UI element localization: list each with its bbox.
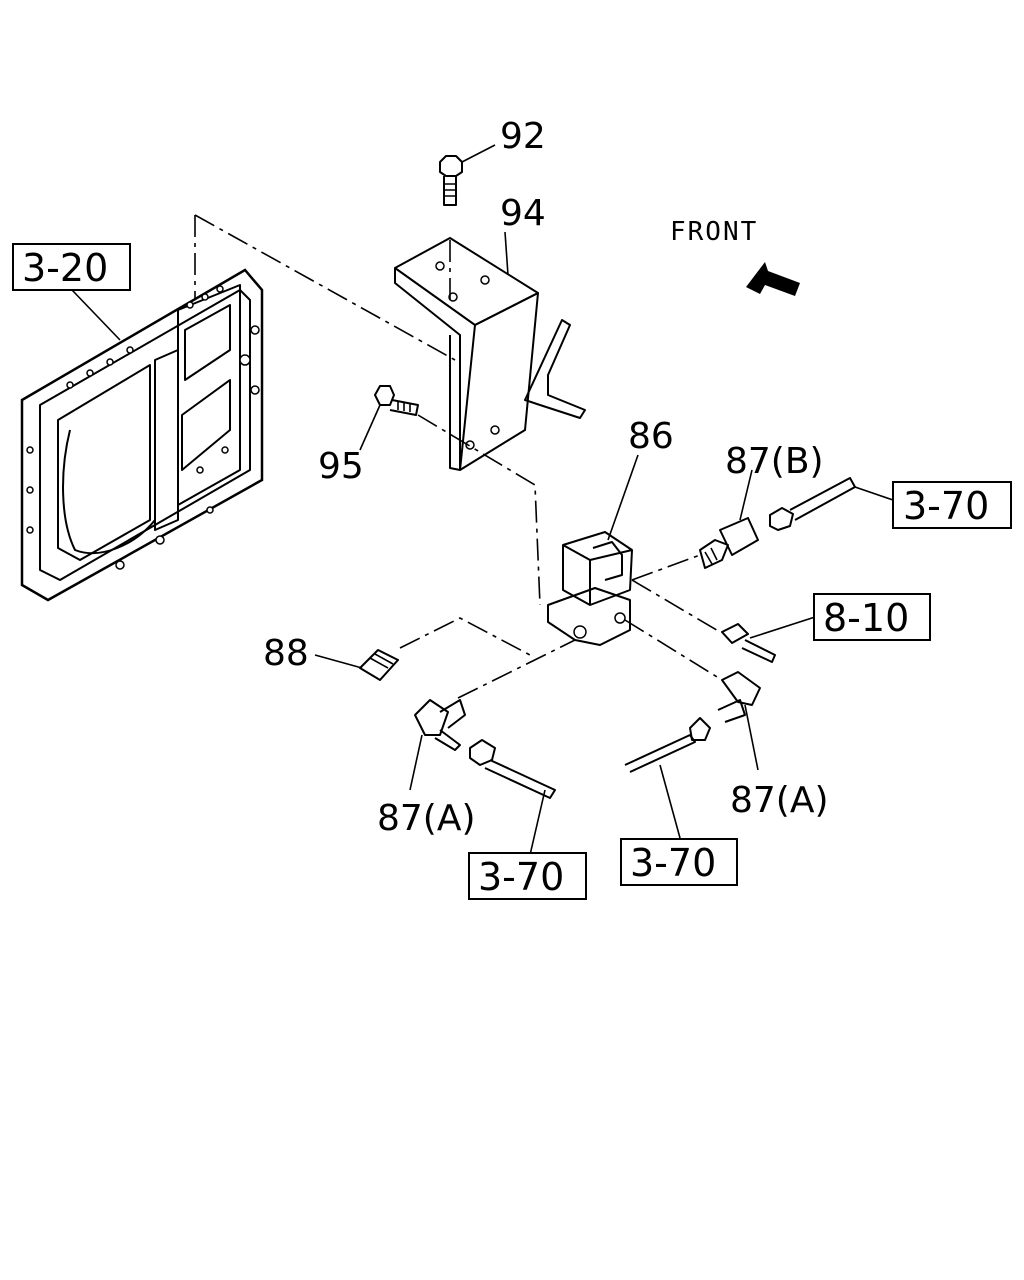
label-88: 88	[263, 633, 309, 674]
bolt-95	[374, 385, 419, 416]
fitting-87a-left	[414, 699, 556, 799]
fitting-87b	[699, 477, 856, 569]
bolt-92	[439, 155, 463, 206]
label-86: 86	[628, 416, 674, 457]
plug-88	[359, 649, 399, 681]
label-87b: 87(B)	[725, 441, 824, 482]
front-direction-arrow-icon	[746, 262, 800, 296]
front-label: FRONT	[670, 217, 758, 247]
label-92: 92	[500, 116, 546, 157]
ref-label-3-70-top: 3-70	[903, 484, 989, 528]
assembly-lines	[194, 214, 723, 699]
ref-label-3-70-mid: 3-70	[630, 841, 716, 885]
label-94: 94	[500, 193, 546, 234]
frame-housing	[20, 268, 264, 602]
label-87a-left: 87(A)	[377, 798, 476, 839]
ref-label-3-70-left: 3-70	[478, 855, 564, 899]
ref-label-8-10: 8-10	[823, 596, 909, 640]
ref-box-3-70-mid: 3-70	[620, 838, 738, 886]
ref-box-3-70-top: 3-70	[892, 481, 1012, 529]
ref-box-3-70-left: 3-70	[468, 852, 587, 900]
leader-lines	[71, 144, 894, 856]
fitting-87a-right	[624, 671, 761, 773]
electrical-connector	[721, 623, 776, 663]
label-95: 95	[318, 446, 364, 487]
label-87a-right: 87(A)	[730, 780, 829, 821]
ref-box-3-20: 3-20	[12, 243, 131, 291]
ref-label-3-20: 3-20	[22, 246, 108, 290]
ref-box-8-10: 8-10	[813, 593, 931, 641]
solenoid-valve	[547, 531, 633, 646]
bracket	[394, 237, 586, 471]
